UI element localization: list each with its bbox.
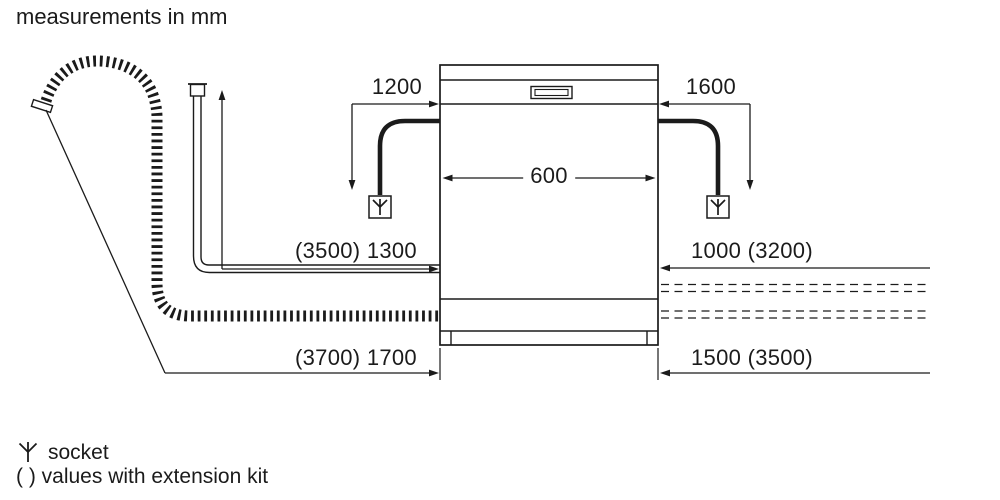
power-cord-left (377, 118, 440, 195)
drain-hose (30, 55, 440, 322)
hose-extension-dashed-lines (661, 283, 930, 319)
extension-lines (439, 348, 659, 380)
supply-connector (189, 83, 206, 97)
legend-extension-note: ( ) values with extension kit (16, 465, 269, 488)
dim-power-cord-left (348, 100, 439, 190)
drain-hose-end-cap (30, 98, 54, 114)
dishwasher-display (530, 85, 573, 100)
socket-icon (18, 442, 38, 462)
dishwasher-outline (439, 64, 659, 346)
power-cord-right (658, 118, 721, 195)
legend-socket-label: socket (48, 441, 109, 464)
dim-label-drain-hose: (3700) 1700 (295, 345, 417, 370)
dim-label-right-clearance-upper: 1000 (3200) (691, 238, 813, 263)
dim-drain-hose (45, 109, 439, 377)
socket-right (706, 195, 730, 219)
dim-right-clearance-lower (660, 369, 930, 377)
socket-icon (710, 199, 726, 215)
dim-supply-hose (218, 90, 439, 273)
dim-label-supply-hose: (3500) 1300 (295, 238, 417, 263)
dim-label-power-cord-right: 1600 (685, 74, 737, 99)
supply-hose (188, 83, 440, 274)
dim-power-cord-right (659, 100, 754, 190)
dim-label-right-clearance-lower: 1500 (3500) (691, 345, 813, 370)
dim-right-clearance-upper (660, 264, 930, 272)
page-title: measurements in mm (16, 4, 228, 29)
dim-label-appliance-width: 600 (523, 163, 575, 189)
socket-icon (372, 199, 388, 215)
socket-left (368, 195, 392, 219)
dim-label-power-cord-left: 1200 (371, 74, 423, 99)
